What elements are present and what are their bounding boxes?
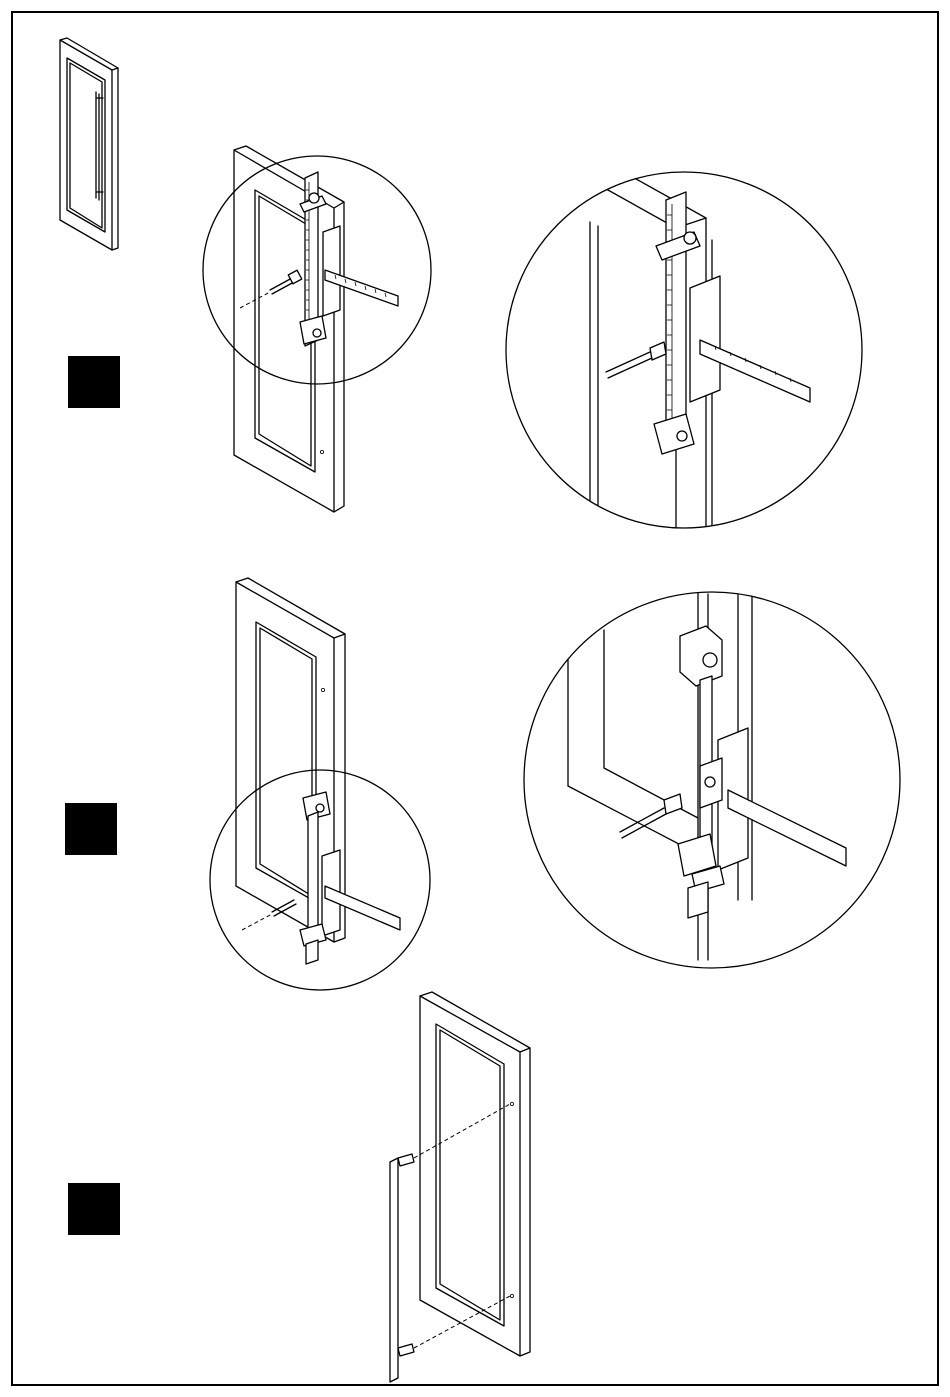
- step-3-door: [420, 992, 530, 1356]
- step-3-marker: [68, 1183, 120, 1235]
- step-1-door: [234, 146, 344, 512]
- step-1-marker: [68, 356, 120, 408]
- step-1-screw-icon: [313, 329, 321, 337]
- step-2-detail-screw-icon: [703, 653, 717, 667]
- step-1-knob-icon: [309, 193, 319, 203]
- step-1-detail-knob-icon: [684, 232, 696, 244]
- overview-door-thumbnail: [60, 38, 118, 250]
- step-2-detail-knob-icon: [705, 777, 715, 787]
- step-2-detail: [568, 590, 846, 960]
- step-1-detail-screw-icon: [677, 431, 687, 441]
- step-2-screw-icon: [316, 804, 324, 812]
- step-2-marker: [65, 803, 117, 855]
- step-1-detail: [590, 170, 810, 540]
